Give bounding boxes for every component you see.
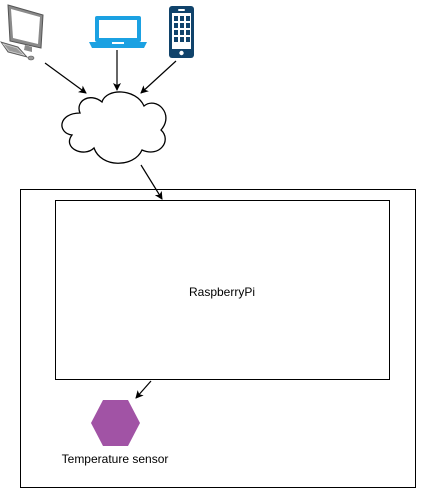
arrow-phone-to-cloud	[140, 60, 177, 94]
raspberry-pi-label: RaspberryPi	[189, 285, 255, 299]
desktop-computer-icon	[0, 4, 44, 61]
outer-container-box	[20, 189, 416, 488]
arrow-desktop-to-cloud	[44, 62, 87, 94]
cloud-icon	[61, 91, 167, 164]
temperature-sensor-label: Temperature sensor	[62, 452, 169, 466]
laptop-icon	[89, 16, 147, 48]
arrow-pi-to-sensor	[135, 380, 152, 399]
raspberry-pi-box	[55, 200, 390, 380]
arrow-cloud-to-box	[140, 164, 163, 200]
smartphone-icon	[169, 6, 194, 58]
temperature-sensor-hexagon	[91, 400, 140, 446]
